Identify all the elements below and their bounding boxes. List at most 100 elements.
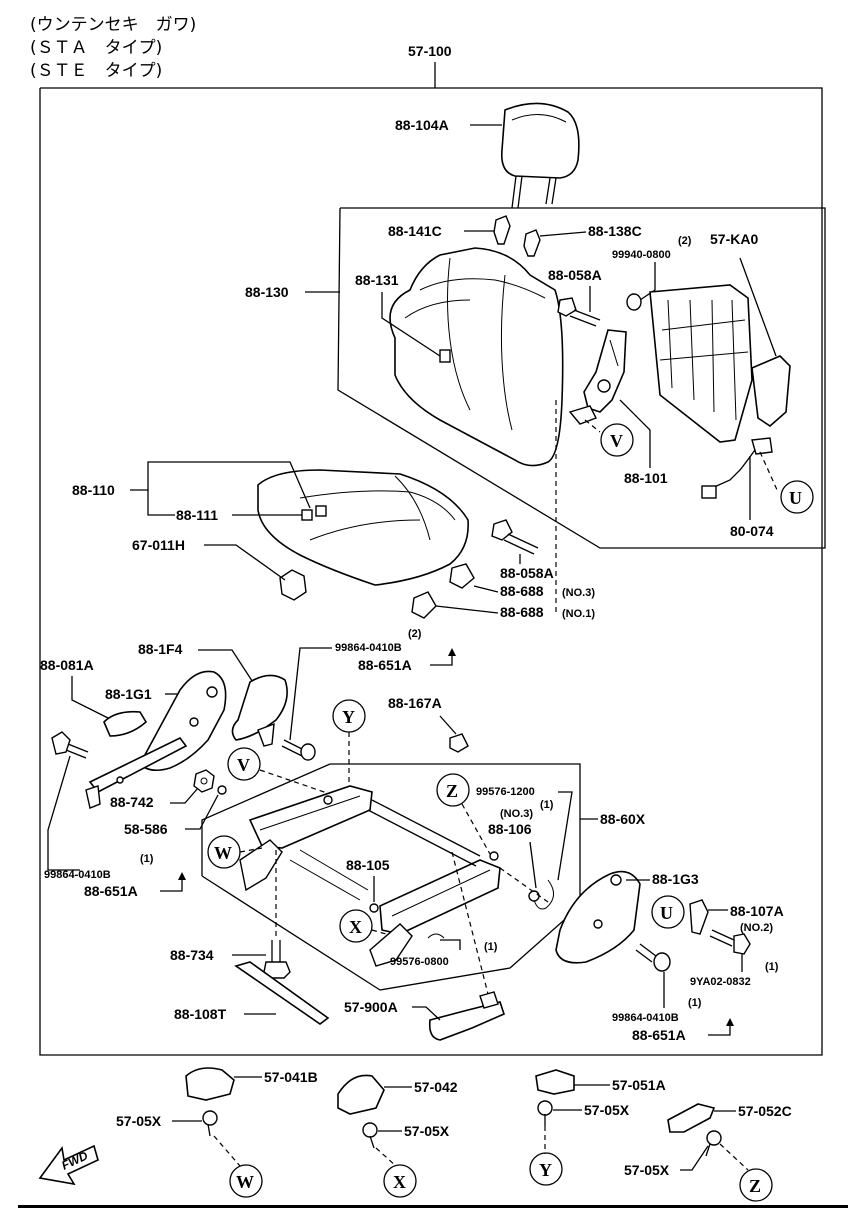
label-no3-a: (NO.3) — [562, 587, 595, 599]
bolt-57-05X-a — [202, 1110, 218, 1137]
ref-Y-upper-letter: Y — [342, 707, 355, 727]
label-qty-1-e: (1) — [688, 997, 702, 1009]
label-57-042: 57-042 — [414, 1079, 458, 1095]
label-88-688-a: 88-688 — [500, 583, 544, 599]
ref-X-upper — [339, 909, 373, 943]
label-88-138C: 88-138C — [588, 223, 642, 239]
label-no3-b: (NO.3) — [500, 808, 533, 820]
bolt-57-05X-d — [705, 1130, 722, 1157]
label-57-051A: 57-051A — [612, 1077, 666, 1093]
ref-Z-lower — [739, 1168, 773, 1202]
ref-Y-lower-letter: Y — [539, 1160, 552, 1180]
bolt-88-734 — [263, 940, 291, 979]
bolt-57-05X-b — [362, 1122, 378, 1149]
ref-X-lower — [383, 1164, 417, 1198]
label-88-107A: 88-107A — [730, 903, 784, 919]
label-57-041B: 57-041B — [264, 1069, 318, 1085]
bracket-88-107A — [689, 899, 709, 935]
label-qty-2-top: (2) — [678, 235, 692, 247]
label-88-081A: 88-081A — [40, 657, 94, 673]
assembly-label: 57-100 — [408, 43, 452, 59]
bolt-88-058A-mid — [491, 519, 539, 555]
screw-99864-right — [635, 943, 671, 972]
knob-88-081A — [103, 710, 148, 737]
part-57-042 — [337, 1074, 385, 1115]
bolt-57-05X-c — [537, 1100, 553, 1126]
clip-88-138C — [523, 229, 541, 257]
side-rail-left — [85, 736, 188, 809]
label-88-131: 88-131 — [355, 272, 399, 288]
ref-U-lower-letter: U — [660, 903, 673, 923]
header-line-1: (ウンテンセキ ガワ) — [30, 15, 196, 35]
cover-88-1F4 — [231, 674, 288, 747]
part-57-052C — [667, 1103, 716, 1133]
clip-88-688-no1 — [411, 591, 437, 619]
label-99576-1200: 99576-1200 — [476, 786, 535, 798]
label-qty-1-d: (1) — [765, 961, 779, 973]
bolt-99864-left — [51, 731, 89, 759]
label-57-052C: 57-052C — [738, 1103, 792, 1119]
ref-X-lower-letter: X — [393, 1172, 406, 1192]
fwd-arrow-icon: FWD — [38, 1144, 99, 1186]
ref-V-upper — [600, 423, 634, 457]
ref-W-lower-letter: W — [236, 1172, 254, 1192]
label-57-900A: 57-900A — [344, 999, 398, 1015]
buckle-57-900A — [428, 991, 505, 1041]
ref-U-upper-letter: U — [789, 488, 802, 508]
ref-X-upper-letter: X — [349, 917, 362, 937]
label-88-651A-b: 88-651A — [84, 883, 138, 899]
label-88-141C: 88-141C — [388, 223, 442, 239]
clip-88-688-no3 — [449, 563, 475, 589]
label-88-110: 88-110 — [72, 482, 115, 498]
label-88-651A-c: 88-651A — [632, 1027, 686, 1043]
ref-U-upper — [780, 480, 814, 514]
label-88-742: 88-742 — [110, 794, 154, 810]
strap-88-108T — [234, 961, 330, 1025]
clip-88-141C — [493, 215, 511, 245]
label-9YA02: 9YA02-0832 — [690, 976, 751, 988]
washer-88-105 — [369, 903, 379, 913]
ref-V-upper-letter: V — [610, 431, 623, 451]
cover-88-1G1 — [139, 670, 227, 772]
label-no2: (NO.2) — [740, 922, 773, 934]
label-88-101: 88-101 — [624, 470, 668, 486]
label-57-KA0: 57-KA0 — [710, 231, 758, 247]
label-88-104A: 88-104A — [395, 117, 449, 133]
recliner-hinge — [568, 329, 627, 425]
washer-58-586 — [217, 785, 227, 795]
clip-99576-1200 — [533, 879, 554, 910]
label-58-586: 58-586 — [124, 821, 168, 837]
bolt-9YA02-0832 — [709, 929, 751, 955]
label-99940-0800: 99940-0800 — [612, 249, 671, 261]
label-57-05X-d: 57-05X — [624, 1162, 670, 1178]
washer-88-106 — [528, 890, 540, 902]
label-99576-0800: 99576-0800 — [390, 956, 449, 968]
seatback-frame — [649, 284, 753, 443]
clip-88-167A — [449, 733, 469, 753]
ref-W-upper-letter: W — [214, 843, 232, 863]
label-no1: (NO.1) — [562, 608, 595, 620]
seat-track-frame — [201, 763, 581, 991]
label-qty-2-mid: (2) — [408, 628, 422, 640]
label-88-60X: 88-60X — [600, 811, 646, 827]
label-57-05X-b: 57-05X — [404, 1123, 450, 1139]
part-57-051A — [535, 1069, 575, 1095]
ref-V-lower-letter: V — [237, 755, 250, 775]
label-qty-1-a: (1) — [140, 853, 154, 865]
label-99864-a: 99864-0410B — [335, 642, 402, 654]
nut-99940 — [626, 293, 642, 311]
label-57-05X-a: 57-05X — [116, 1113, 162, 1129]
label-57-05X-c: 57-05X — [584, 1102, 630, 1118]
header-line-2: (ＳＴＡ タイプ) — [30, 38, 162, 58]
ref-U-lower — [651, 895, 685, 929]
header-line-3: (ＳＴＥ タイプ) — [30, 61, 162, 81]
label-88-111: 88-111 — [176, 507, 218, 523]
bolt-88-058A-top — [557, 297, 601, 327]
label-99864-c: 99864-0410B — [612, 1012, 679, 1024]
label-88-1F4: 88-1F4 — [138, 641, 183, 657]
label-88-058A-top: 88-058A — [548, 267, 602, 283]
ref-Y-lower — [529, 1152, 563, 1186]
label-80-074: 80-074 — [730, 523, 774, 539]
hook-67-011H — [279, 569, 307, 601]
headrest — [500, 102, 580, 209]
